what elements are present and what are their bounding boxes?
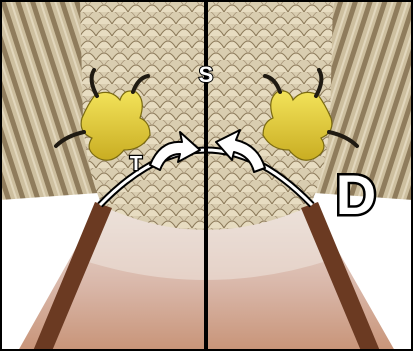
label-t: T	[130, 153, 142, 175]
label-d: D	[336, 163, 376, 226]
label-s: S	[199, 62, 214, 87]
